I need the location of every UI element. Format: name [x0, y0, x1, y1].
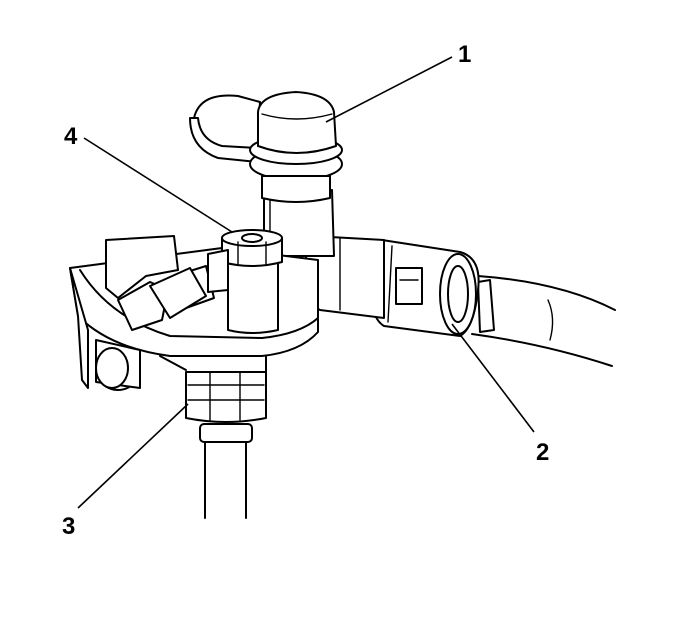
callout-3-label: 3: [62, 513, 75, 540]
callout-1-label: 1: [458, 41, 471, 68]
leader-3: [77, 403, 189, 509]
leader-1: [325, 56, 453, 123]
lower-pipe: [204, 439, 247, 519]
retaining-nut: [207, 229, 283, 334]
right-hose: [471, 275, 616, 367]
top-cap-assembly: [189, 91, 343, 203]
leader-2: [451, 323, 535, 433]
quick-connect-collar: [369, 239, 480, 337]
bracket-rim: [159, 355, 267, 373]
callout-leaders: [77, 56, 535, 509]
callout-2-label: 2: [536, 439, 549, 466]
leader-4: [83, 137, 233, 233]
lower-fitting: [185, 371, 267, 443]
callout-4-label: 4: [64, 123, 78, 150]
side-bolt: [95, 339, 141, 391]
